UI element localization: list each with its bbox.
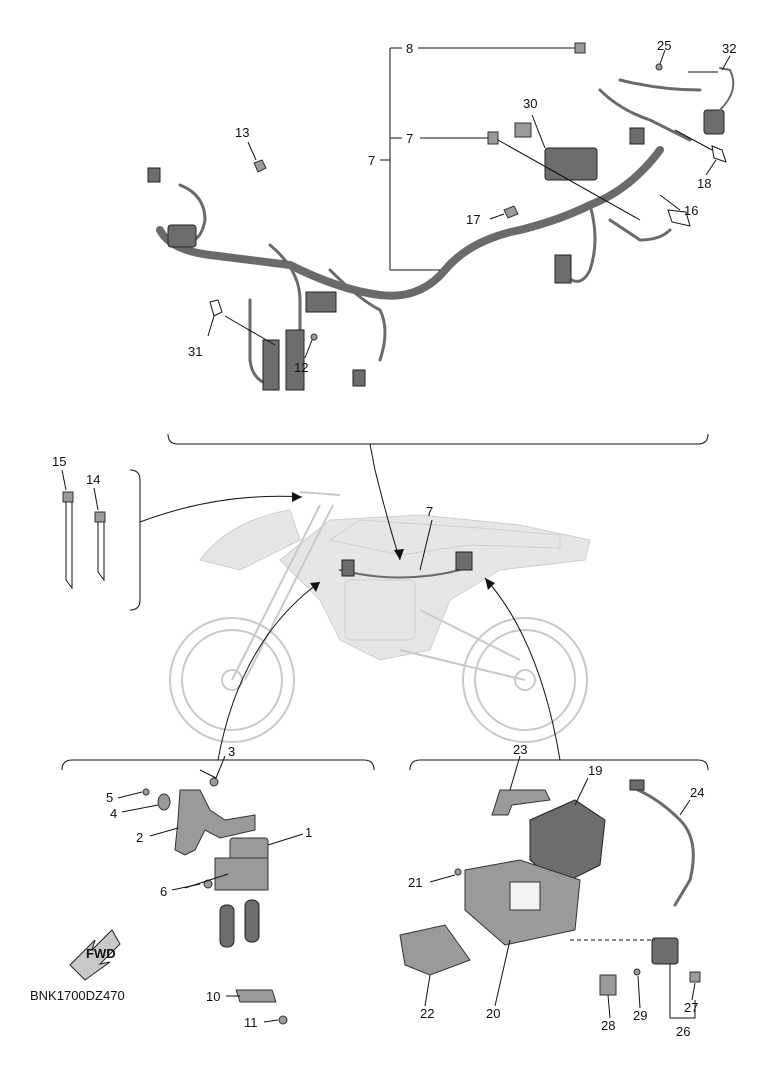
part-14-tie: [94, 511, 106, 523]
part-13-clamp: [253, 159, 267, 173]
ecu-assembly: [142, 777, 288, 1025]
part-26-relay-assy: [651, 937, 679, 965]
callout-2: 2: [136, 830, 143, 845]
section-bracket-battery: [409, 759, 709, 771]
section-bracket-ecu: [61, 759, 375, 771]
callout-23: 23: [513, 742, 527, 757]
part-12-bolt: [310, 333, 318, 341]
callout-labels: 8 7 7 30 25 32 18 16 17 13 31 12 15 14 7…: [52, 38, 736, 1039]
part-9-connector: [574, 42, 586, 54]
part-29-bolt: [633, 968, 641, 976]
part-17-clamp: [503, 205, 519, 219]
part-5-collar: [142, 788, 150, 796]
fwd-label: FWD: [86, 946, 116, 961]
part-21-bolt: [454, 868, 462, 876]
callout-1: 1: [305, 825, 312, 840]
part-18-band: [711, 145, 727, 163]
callout-27: 27: [684, 1000, 698, 1015]
part-15-tie: [62, 491, 74, 503]
part-1-ecu-body: [214, 857, 269, 891]
callout-3: 3: [228, 744, 235, 759]
callout-31: 31: [188, 344, 202, 359]
pointer-arrows: [139, 469, 561, 761]
callout-25: 25: [657, 38, 671, 53]
callout-24: 24: [690, 785, 704, 800]
callout-18: 18: [697, 176, 711, 191]
section-bracket-ties: [129, 469, 141, 611]
callout-21: 21: [408, 875, 422, 890]
part-11-bolt: [278, 1015, 288, 1025]
part-8-connector: [487, 131, 499, 145]
callout-7-bike: 7: [426, 504, 433, 519]
callout-13: 13: [235, 125, 249, 140]
leader-lines-battery: [424, 755, 696, 1019]
callout-11: 11: [244, 1015, 258, 1030]
leader-lines-ecu: [117, 755, 304, 1023]
part-30-relay: [514, 122, 532, 138]
callout-12: 12: [294, 360, 308, 375]
battery-assembly: [399, 779, 701, 996]
motorcycle-illustration: [169, 491, 591, 743]
callout-10: 10: [206, 989, 220, 1004]
part-22-cover: [399, 924, 471, 976]
callout-5: 5: [106, 790, 113, 805]
part-4-grommet: [157, 793, 171, 811]
callout-20: 20: [486, 1006, 500, 1021]
diagram-code: BNK1700DZ470: [30, 988, 125, 1003]
callout-7-harness: 7: [368, 153, 375, 168]
callout-28: 28: [601, 1018, 615, 1033]
callout-4: 4: [110, 806, 117, 821]
callout-16: 16: [684, 203, 698, 218]
part-25-clip: [655, 63, 663, 71]
callout-6: 6: [160, 884, 167, 899]
callout-15: 15: [52, 454, 66, 469]
leader-lines-harness: [207, 47, 731, 359]
wire-harness: [147, 78, 702, 391]
part-31-band: [209, 299, 223, 317]
fwd-arrow-icon: FWD: [69, 929, 121, 981]
callout-30: 30: [523, 96, 537, 111]
callout-19: 19: [588, 763, 602, 778]
part-23-strap: [491, 789, 551, 816]
callout-8: 7: [406, 131, 413, 146]
part-2-bracket: [174, 789, 256, 856]
part-1-ecu-top: [229, 837, 269, 861]
callout-29: 29: [633, 1008, 647, 1023]
callout-9: 8: [406, 41, 413, 56]
callout-14: 14: [86, 472, 100, 487]
callout-32: 32: [722, 41, 736, 56]
callout-22: 22: [420, 1006, 434, 1021]
callout-17: 17: [466, 212, 480, 227]
part-19-battery: [529, 799, 606, 886]
cable-ties: [61, 469, 106, 590]
part-3-bolt: [209, 777, 219, 787]
part-28-holder: [599, 974, 617, 996]
part-10-bracket: [235, 989, 277, 1003]
section-bracket-harness: [167, 433, 709, 471]
part-16-band: [667, 209, 691, 227]
part-27-fuse: [689, 971, 701, 983]
callout-26: 26: [676, 1024, 690, 1039]
part-32-sensor-lead: [703, 109, 725, 135]
